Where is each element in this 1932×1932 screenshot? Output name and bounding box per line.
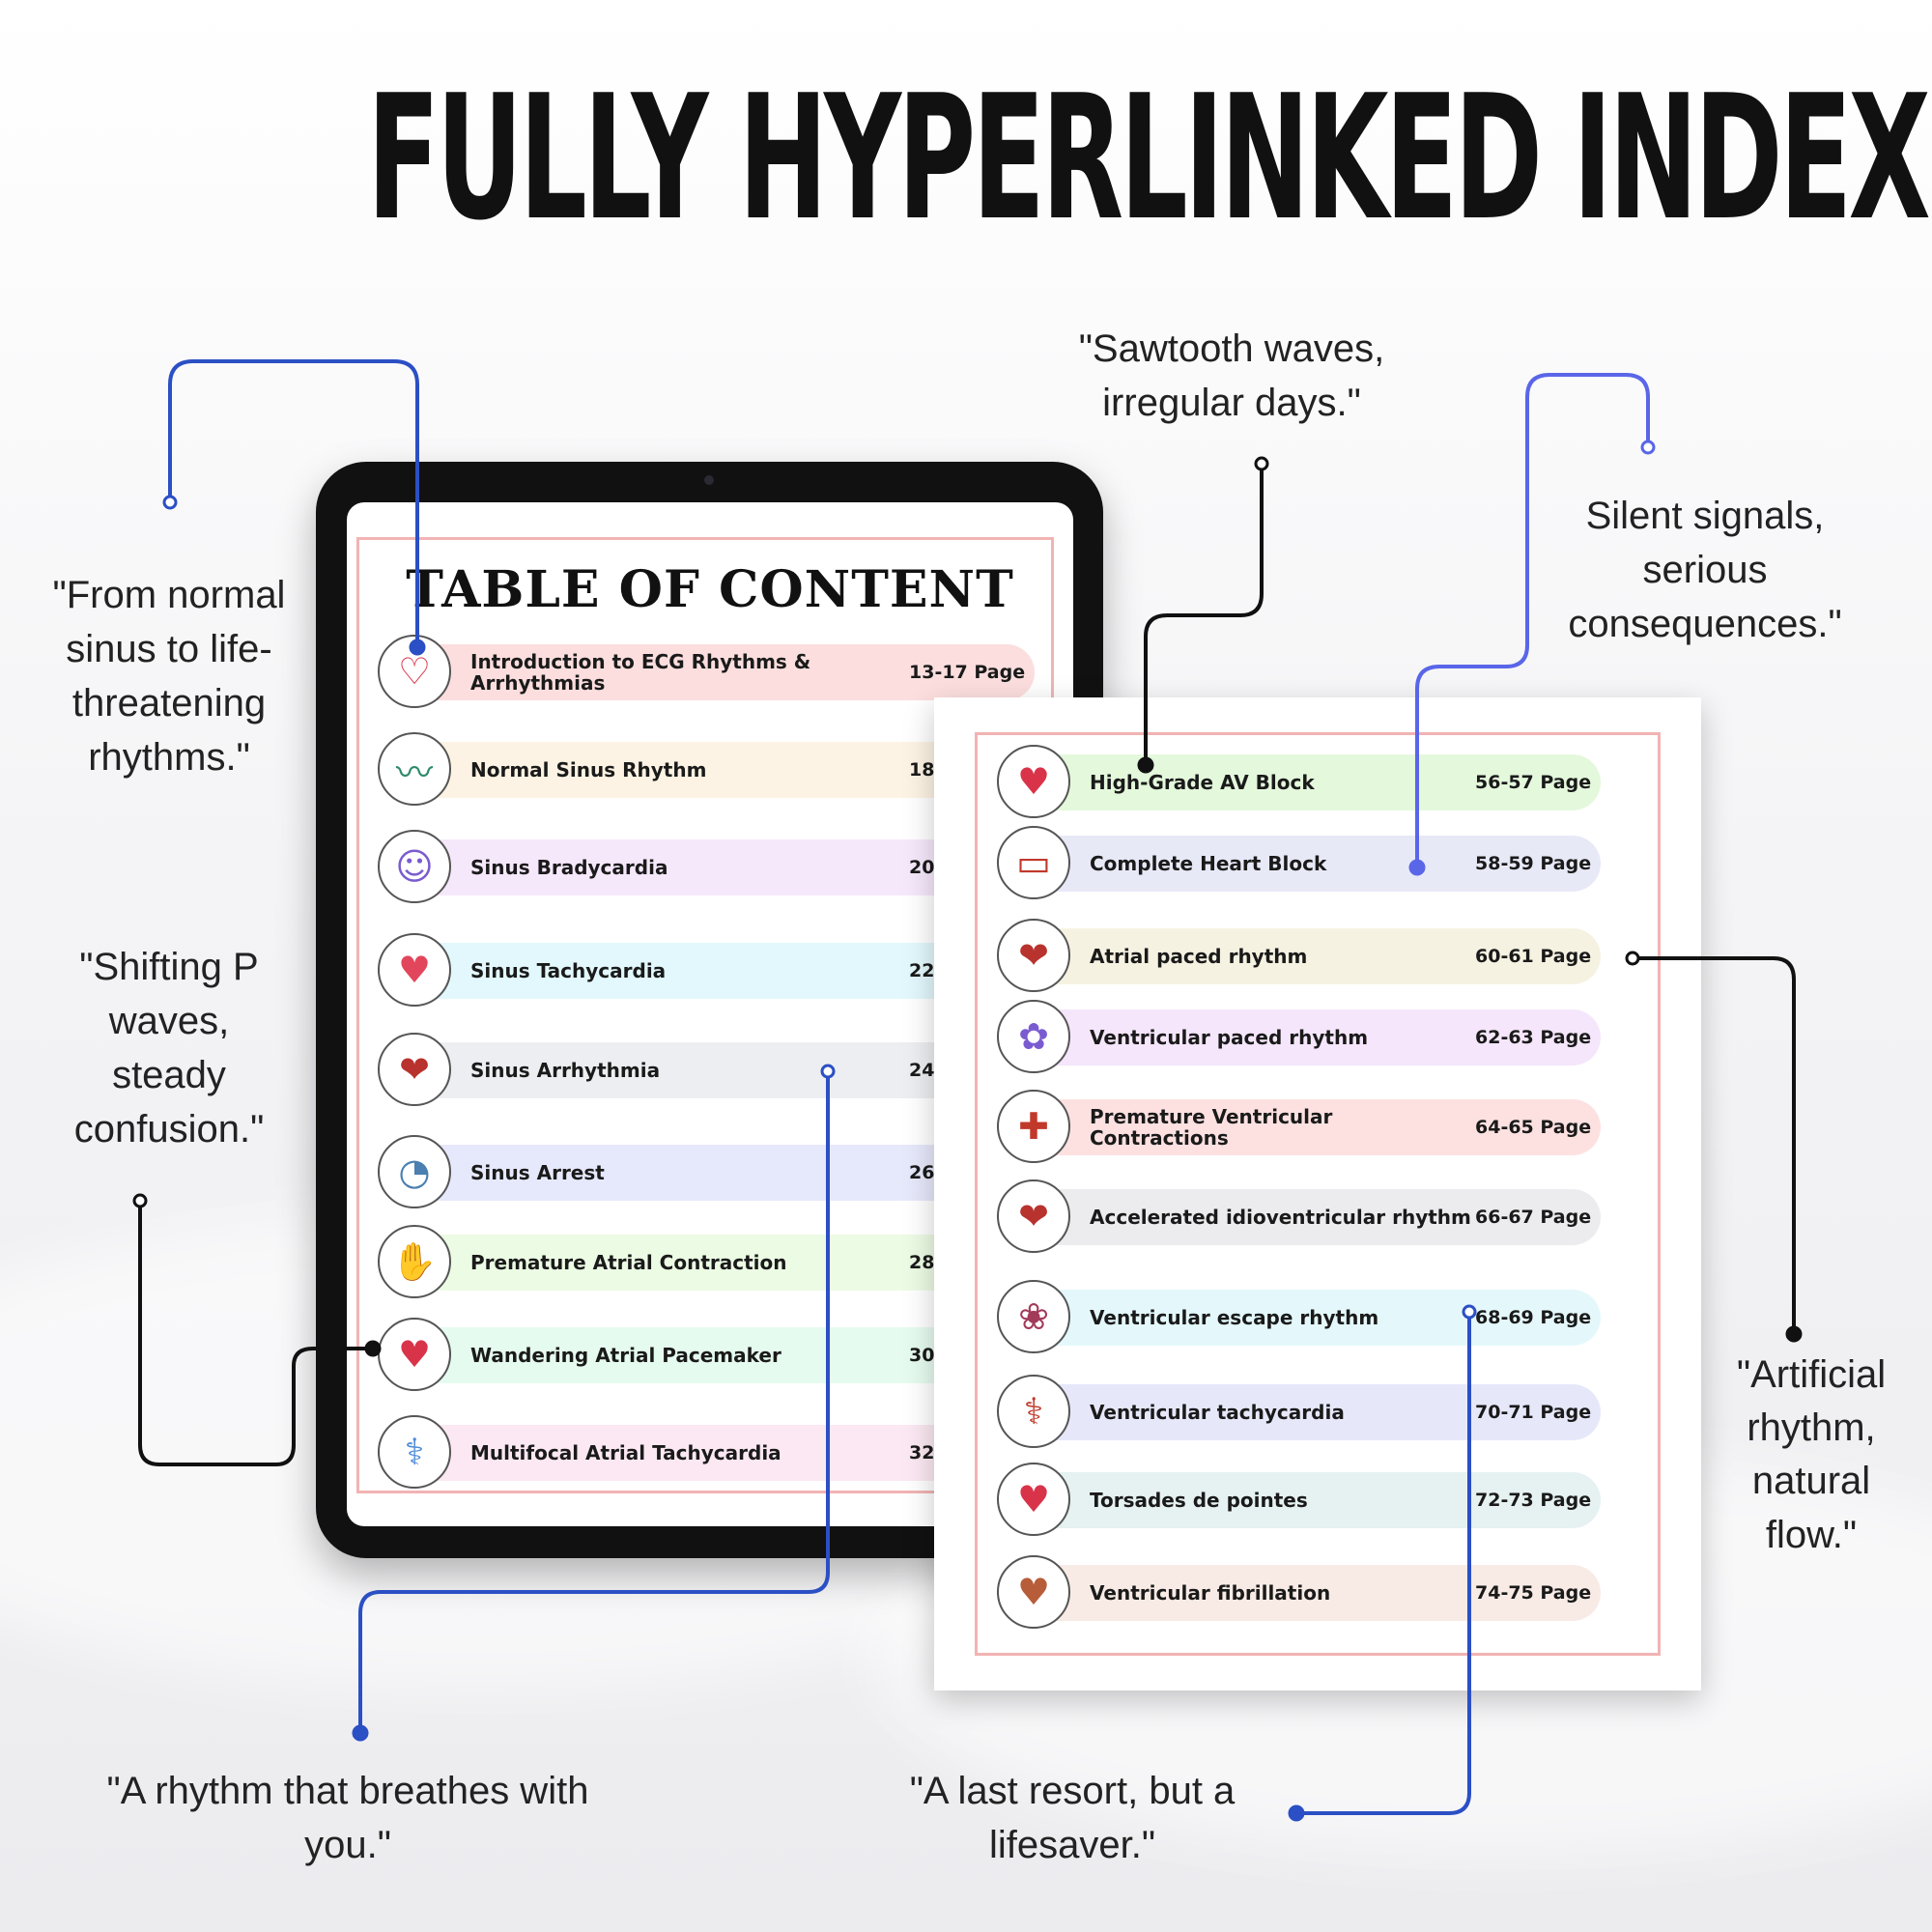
row-label: Sinus Arrhythmia — [470, 1059, 661, 1082]
heart-ecg-icon: ♡ — [378, 635, 451, 708]
row-pages: 13-17 Page — [909, 662, 1026, 683]
quote-silent: Silent signals, serious consequences." — [1568, 495, 1842, 645]
row-highlight — [1032, 1189, 1601, 1245]
floral-heart-icon: ❀ — [997, 1280, 1070, 1353]
toc-row[interactable]: ♥ Ventricular fibrillation 74-75 Page — [997, 1555, 1601, 1629]
connector-endpoint — [132, 1193, 148, 1208]
row-label: Ventricular tachycardia — [1090, 1401, 1345, 1424]
row-pages: 64-65 Page — [1475, 1117, 1592, 1138]
row-pages: 68-69 Page — [1475, 1307, 1592, 1328]
connector-endpoint — [1254, 456, 1269, 471]
row-label: Multifocal Atrial Tachycardia — [470, 1441, 781, 1464]
connector-endpoint — [162, 495, 178, 510]
row-pages: 72-73 Page — [1475, 1490, 1592, 1511]
patient-bed-icon: ⚕ — [378, 1415, 451, 1489]
medical-box-icon: ✚ — [997, 1090, 1070, 1163]
row-label: Sinus Bradycardia — [470, 856, 668, 879]
head-profile-icon: ◔ — [378, 1135, 451, 1208]
quote-shifting: "Shifting P waves, steady confusion." — [73, 946, 265, 1151]
quote-sinus: "From normal sinus to life-threatening r… — [52, 574, 286, 779]
heart-organ-icon: ❤ — [997, 919, 1070, 992]
row-highlight — [1032, 1099, 1601, 1155]
toc-row[interactable]: ☺ Sinus Bradycardia 20- — [378, 830, 1035, 903]
quote-artificial: "Artificial rhythm, natural flow." — [1736, 1353, 1887, 1556]
row-label: High-Grade AV Block — [1090, 771, 1315, 794]
row-pages: 74-75 Page — [1475, 1582, 1592, 1604]
row-label: Torsades de pointes — [1090, 1489, 1308, 1512]
row-pages: 18- — [909, 759, 943, 781]
row-label: Premature Atrial Contraction — [470, 1251, 787, 1274]
row-pages: 30- — [909, 1345, 943, 1366]
connector-endpoint — [352, 1724, 369, 1742]
row-pages: 60-61 Page — [1475, 946, 1592, 967]
toc-row[interactable]: ❀ Ventricular escape rhythm 68-69 Page — [997, 1280, 1601, 1353]
row-highlight — [412, 644, 1035, 700]
row-pages: 20- — [909, 857, 943, 878]
heart-screen-icon: ♥ — [378, 1318, 451, 1391]
row-label: Sinus Tachycardia — [470, 959, 667, 982]
row-pages: 62-63 Page — [1475, 1027, 1592, 1048]
row-label: Normal Sinus Rhythm — [470, 758, 707, 781]
toc-row[interactable]: ▭ Complete Heart Block 58-59 Page — [997, 826, 1601, 899]
row-label: Premature Ventricular Contractions — [1090, 1105, 1333, 1150]
row-label: Ventricular paced rhythm — [1090, 1026, 1369, 1049]
row-label: Introduction to ECG Rhythms & Arrhythmia… — [470, 650, 811, 695]
row-pages: 56-57 Page — [1475, 772, 1592, 793]
toc-row[interactable]: ♡ Introduction to ECG Rhythms & Arrhythmi… — [378, 635, 1035, 708]
heart-rate-icon: ♥ — [378, 933, 451, 1007]
headline: FULLY HYPERLINKED INDEX..! — [367, 58, 1932, 258]
row-highlight — [412, 742, 1035, 798]
heart-vessel-icon: ❤ — [997, 1179, 1070, 1253]
row-pages: 66-67 Page — [1475, 1207, 1592, 1228]
quote-breathes: "A rhythm that breathes with you." — [106, 1770, 589, 1866]
index-page: ♥ High-Grade AV Block 56-57 Page ▭ Complete … — [934, 697, 1701, 1690]
toc-row[interactable]: ⚕ Ventricular tachycardia 70-71 Page — [997, 1375, 1601, 1448]
hearts-pattern-icon: ♥ — [997, 1555, 1070, 1629]
doctor-icon: ☺ — [378, 830, 451, 903]
toc-row[interactable]: ♥ Sinus Tachycardia 22- — [378, 933, 1035, 1007]
row-pages: 22- — [909, 960, 943, 981]
quote-resort: "A last resort, but a lifesaver." — [909, 1770, 1236, 1866]
heart-people-icon: ♥ — [997, 1463, 1070, 1536]
row-highlight — [412, 839, 1035, 895]
row-label: Complete Heart Block — [1090, 852, 1327, 875]
row-label: Accelerated idioventricular rhythm — [1090, 1206, 1471, 1229]
quote-sawtooth: "Sawtooth waves, irregular days." — [1078, 327, 1385, 424]
row-pages: 32- — [909, 1442, 943, 1463]
row-label: Ventricular fibrillation — [1090, 1581, 1331, 1605]
toc-row[interactable]: ♥ High-Grade AV Block 56-57 Page — [997, 745, 1601, 818]
toc-row[interactable]: ✿ Ventricular paced rhythm 62-63 Page — [997, 1000, 1601, 1073]
row-pages: 24- — [909, 1060, 943, 1081]
toc-title: TABLE OF CONTENT — [406, 560, 1014, 619]
row-pages: 58-59 Page — [1475, 853, 1592, 874]
row-label: Atrial paced rhythm — [1090, 945, 1308, 968]
row-label: Ventricular escape rhythm — [1090, 1306, 1379, 1329]
organs-icon: ✿ — [997, 1000, 1070, 1073]
ecg-monitor-icon: 〰 — [378, 732, 451, 806]
toc-row[interactable]: 〰 Normal Sinus Rhythm 18- — [378, 732, 1035, 806]
row-pages: 26- — [909, 1162, 943, 1183]
camera-icon — [704, 475, 714, 485]
row-pages: 28- — [909, 1252, 943, 1273]
connector-endpoint — [1640, 440, 1656, 455]
row-highlight — [1032, 928, 1601, 984]
heart-team-icon: ♥ — [997, 745, 1070, 818]
row-pages: 70-71 Page — [1475, 1402, 1592, 1423]
toc-row[interactable]: ❤ Atrial paced rhythm 60-61 Page — [997, 919, 1601, 992]
doctor-heart-icon: ⚕ — [997, 1375, 1070, 1448]
heart-monitor-icon: ▭ — [997, 826, 1070, 899]
heart-anatomy-icon: ❤ — [378, 1033, 451, 1106]
row-highlight — [412, 943, 1035, 999]
row-highlight — [1032, 1009, 1601, 1065]
toc-row[interactable]: ✚ Premature Ventricular Contractions 64-65… — [997, 1090, 1601, 1163]
fetus-hands-icon: ✋ — [378, 1225, 451, 1298]
connector-endpoint — [1785, 1325, 1803, 1343]
row-label: Sinus Arrest — [470, 1161, 605, 1184]
row-label: Wandering Atrial Pacemaker — [470, 1344, 781, 1367]
toc-row[interactable]: ♥ Torsades de pointes 72-73 Page — [997, 1463, 1601, 1536]
